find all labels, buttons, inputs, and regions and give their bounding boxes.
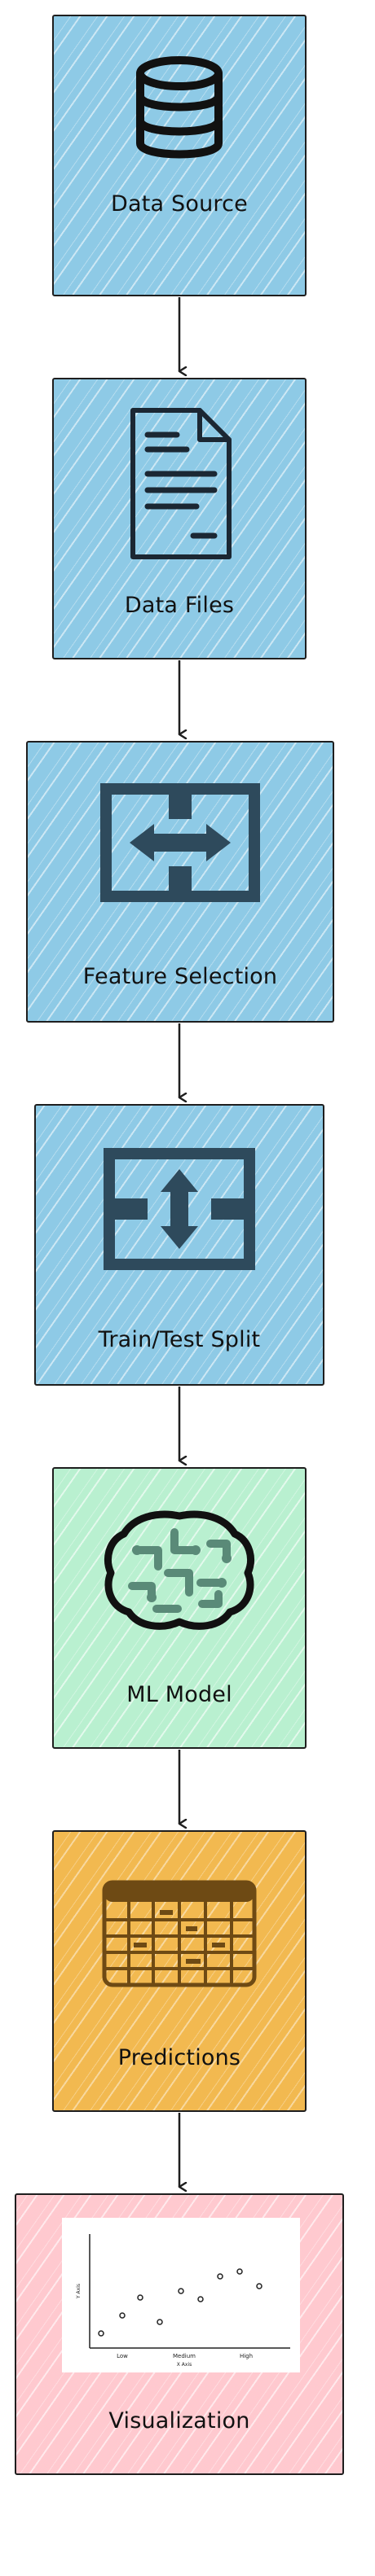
document-icon	[130, 408, 232, 559]
node-ml-model[interactable]: ML Model	[52, 1467, 307, 1749]
brain-icon	[104, 1510, 254, 1630]
vertical-split-icon	[104, 1148, 255, 1270]
x-axis-label: X Axis	[177, 2362, 192, 2368]
node-feature-selection[interactable]: Feature Selection	[26, 741, 334, 1023]
node-label: Train/Test Split	[98, 1327, 261, 1352]
node-label: Predictions	[117, 2045, 241, 2070]
node-label: Visualization	[108, 2408, 250, 2434]
node-label: Data Files	[124, 593, 235, 618]
horizontal-split-icon	[100, 783, 260, 902]
x-tick-low: Low	[117, 2353, 128, 2359]
node-label: Feature Selection	[82, 964, 278, 989]
node-visualization[interactable]: Low Medium High X Axis Y Axis Visualizat…	[15, 2193, 344, 2475]
database-icon	[136, 56, 223, 159]
node-data-files[interactable]: Data Files	[52, 378, 307, 659]
y-axis-label: Y Axis	[76, 2284, 82, 2299]
table-icon	[102, 1880, 257, 1987]
node-predictions[interactable]: Predictions	[52, 1830, 307, 2112]
node-data-source[interactable]: Data Source	[52, 15, 307, 296]
x-tick-medium: Medium	[173, 2353, 196, 2359]
x-tick-high: High	[240, 2353, 253, 2359]
node-label: Data Source	[111, 191, 248, 217]
node-train-test-split[interactable]: Train/Test Split	[34, 1104, 324, 1386]
hatch-fill	[54, 379, 305, 658]
node-label: ML Model	[126, 1682, 232, 1707]
scatter-plot-icon: Low Medium High X Axis Y Axis	[62, 2218, 300, 2372]
